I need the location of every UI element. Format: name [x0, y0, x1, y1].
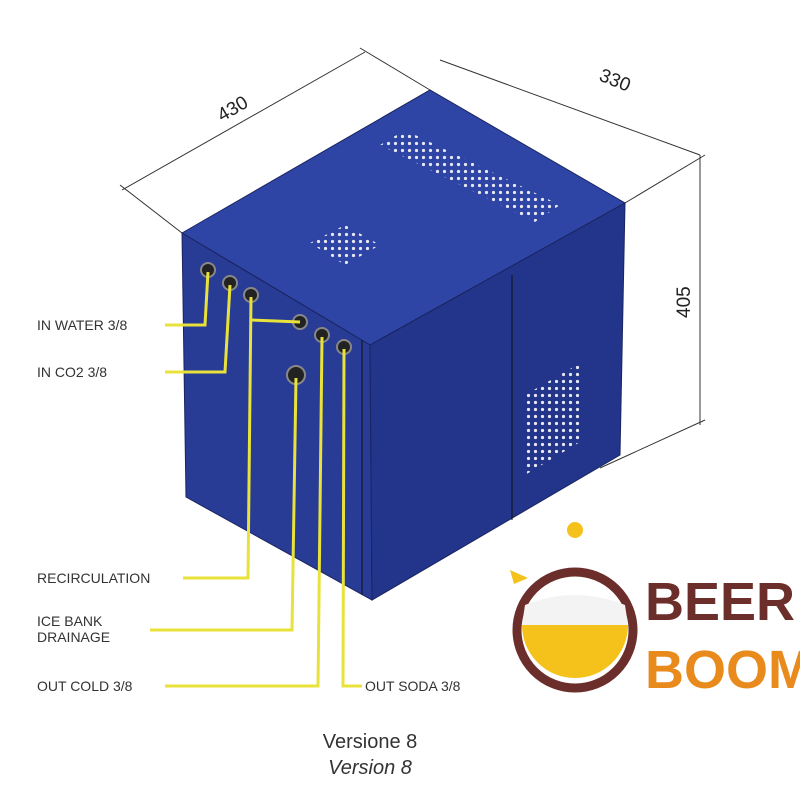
depth-dimension: 330	[596, 65, 633, 96]
leader-lines	[150, 271, 362, 688]
top-vent-small	[310, 225, 380, 265]
side-vent	[525, 362, 582, 475]
label-out-soda: OUT SODA 3/8	[365, 678, 461, 694]
label-recirculation: RECIRCULATION	[37, 570, 150, 586]
refrigeration-unit	[181, 89, 627, 601]
right-face	[369, 202, 626, 601]
top-vent	[380, 130, 560, 222]
logo-boom: BOOM	[645, 640, 800, 700]
logo-beer: BEER	[645, 572, 795, 632]
dimension-lines	[119, 47, 706, 469]
caption-english: Version 8	[328, 757, 412, 779]
label-in-water: IN WATER 3/8	[37, 317, 127, 333]
label-out-cold: OUT COLD 3/8	[37, 678, 133, 694]
label-drainage: DRAINAGE	[37, 629, 110, 645]
caption-italian: Versione 8	[323, 731, 418, 753]
beer-boom-logo: BEER BOOM	[510, 522, 800, 700]
label-in-co2: IN CO2 3/8	[37, 364, 107, 380]
height-dimension: 405	[674, 286, 695, 318]
label-ice-bank: ICE BANK	[37, 613, 103, 629]
width-dimension: 430	[214, 92, 252, 126]
